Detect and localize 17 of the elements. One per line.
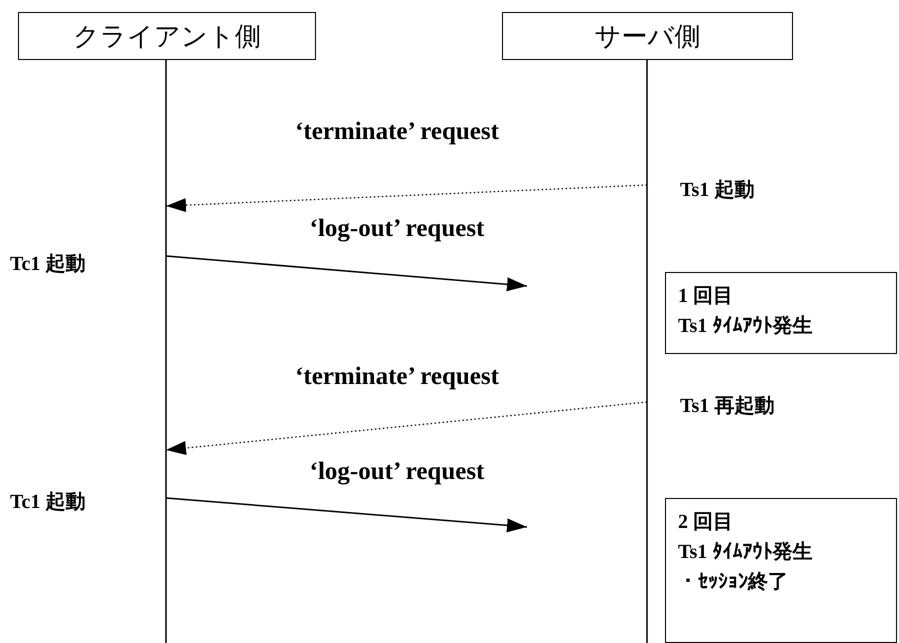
note-text: 1 回目 — [678, 284, 734, 309]
message-arrow — [166, 255, 528, 292]
note-text: Ts1 ﾀｲﾑｱｳﾄ発生 — [678, 540, 814, 565]
note-text: 2 回目 — [678, 510, 734, 535]
message-arrow — [166, 184, 648, 212]
lifeline-header: サーバ側 — [502, 12, 793, 60]
timer-note: Ts1 起動 — [680, 178, 754, 203]
timer-note: Tc1 起動 — [10, 252, 86, 277]
timer-note: Ts1 再起動 — [680, 394, 774, 419]
message-arrow — [166, 401, 648, 455]
note-box — [665, 272, 897, 354]
note-box — [665, 498, 897, 643]
note-text: ・ｾｯｼｮﾝ終了 — [678, 570, 789, 595]
lifeline-header: クライアント側 — [18, 12, 316, 60]
message-arrow — [166, 497, 528, 532]
timer-note: Tc1 起動 — [10, 490, 86, 515]
note-text: Ts1 ﾀｲﾑｱｳﾄ発生 — [678, 314, 814, 339]
